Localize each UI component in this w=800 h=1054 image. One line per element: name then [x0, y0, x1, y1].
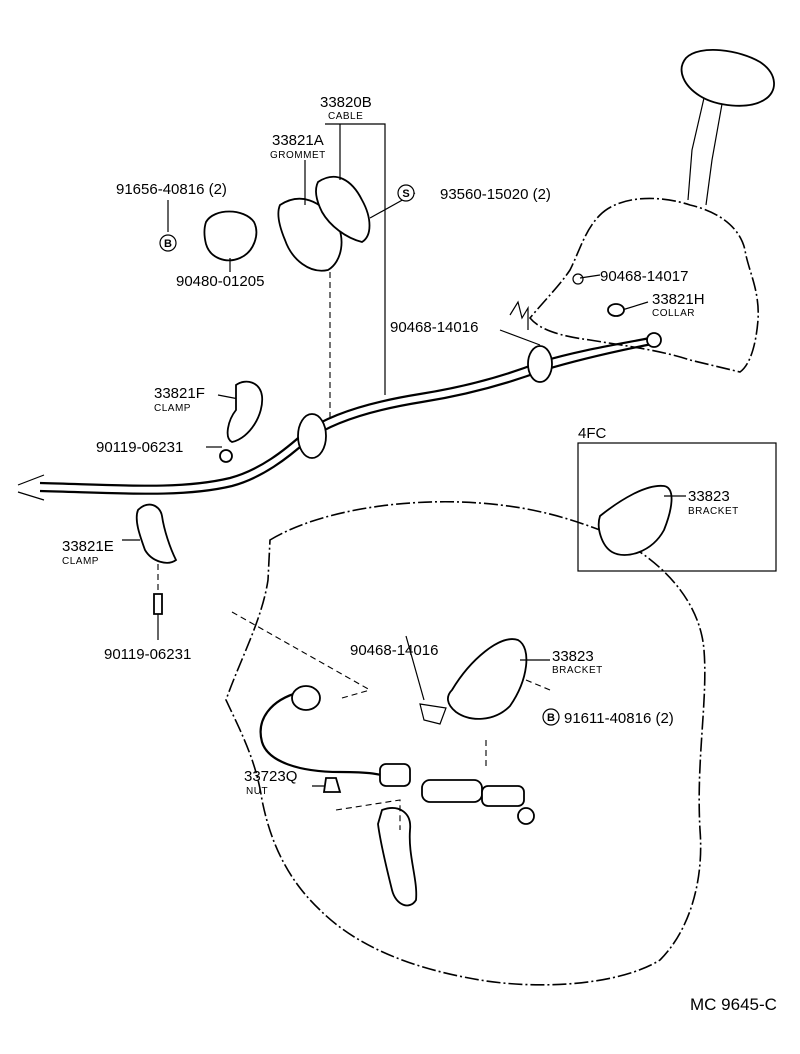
bracket-inset-shape	[597, 485, 673, 556]
lower-housing-outline	[225, 500, 706, 986]
cable-name: CABLE	[328, 111, 363, 122]
s-symbol-text: S	[402, 188, 409, 200]
bolt-b-upper-number: 91656-40816 (2)	[116, 181, 227, 198]
washer-s-number: 93560-15020 (2)	[440, 186, 551, 203]
upper-housing-outline	[528, 197, 759, 373]
bracket-name: BRACKET	[552, 665, 603, 676]
nut-name: NUT	[246, 786, 268, 797]
collar-number: 33821H	[652, 291, 705, 308]
grommet-number: 33821A	[272, 132, 324, 149]
collar-shape	[607, 303, 625, 317]
inset-title: 4FC	[578, 425, 607, 442]
inset-bracket-number: 33823	[688, 488, 730, 505]
cable-number: 33820B	[320, 94, 372, 111]
clamp-f-number: 33821F	[154, 385, 205, 402]
b-symbol-upper-text: B	[164, 238, 172, 250]
clamp-e-number: 33821E	[62, 538, 114, 555]
cable-assembly	[17, 332, 662, 501]
b-symbol-lower-text: B	[547, 712, 555, 724]
bracket-number: 33823	[552, 648, 594, 665]
shift-lever	[680, 49, 775, 206]
clip-upper-shape	[572, 273, 584, 285]
bolt-e-number: 90119-06231	[104, 646, 191, 663]
cable-end-eye	[646, 332, 662, 348]
lower-cable	[259, 685, 535, 825]
inset-bracket-name: BRACKET	[688, 506, 739, 517]
bracket-lower-shape	[447, 638, 528, 720]
inset-box	[577, 442, 777, 572]
bolt-f-number: 90119-06231	[96, 439, 183, 456]
plug-number: 90480-01205	[176, 273, 264, 290]
cable-bracket-plate	[315, 176, 371, 243]
s-symbol	[397, 184, 415, 202]
hole-plug	[203, 210, 258, 262]
clamp-f-name: CLAMP	[154, 403, 191, 414]
grommet-name: GROMMET	[270, 150, 326, 161]
shift-arm	[377, 807, 418, 907]
bolt-e-shape	[153, 593, 163, 615]
b-symbol-upper	[159, 234, 177, 252]
collar-name: COLLAR	[652, 308, 695, 319]
nut-shape	[322, 777, 342, 793]
b-symbol-lower	[542, 708, 560, 726]
clip-lower-shape	[419, 703, 447, 725]
bolt-f-shape	[219, 449, 233, 463]
clip-upper-number: 90468-14017	[600, 268, 688, 285]
clip-mid-shape	[509, 300, 529, 330]
cable-grommet-seal	[297, 413, 327, 459]
bolt-b-lower-number: 91611-40816 (2)	[564, 710, 674, 727]
nut-number: 33723Q	[244, 768, 297, 785]
clamp-e-name: CLAMP	[62, 556, 99, 567]
clip-mid-number: 90468-14016	[390, 319, 478, 336]
cable-end-seal	[527, 345, 553, 383]
footer-code: MC 9645-C	[690, 995, 777, 1014]
clamp-f-shape	[226, 380, 263, 443]
leader-lines	[122, 123, 649, 640]
clip-lower-number: 90468-14016	[350, 642, 438, 659]
clamp-e-shape	[135, 503, 178, 564]
